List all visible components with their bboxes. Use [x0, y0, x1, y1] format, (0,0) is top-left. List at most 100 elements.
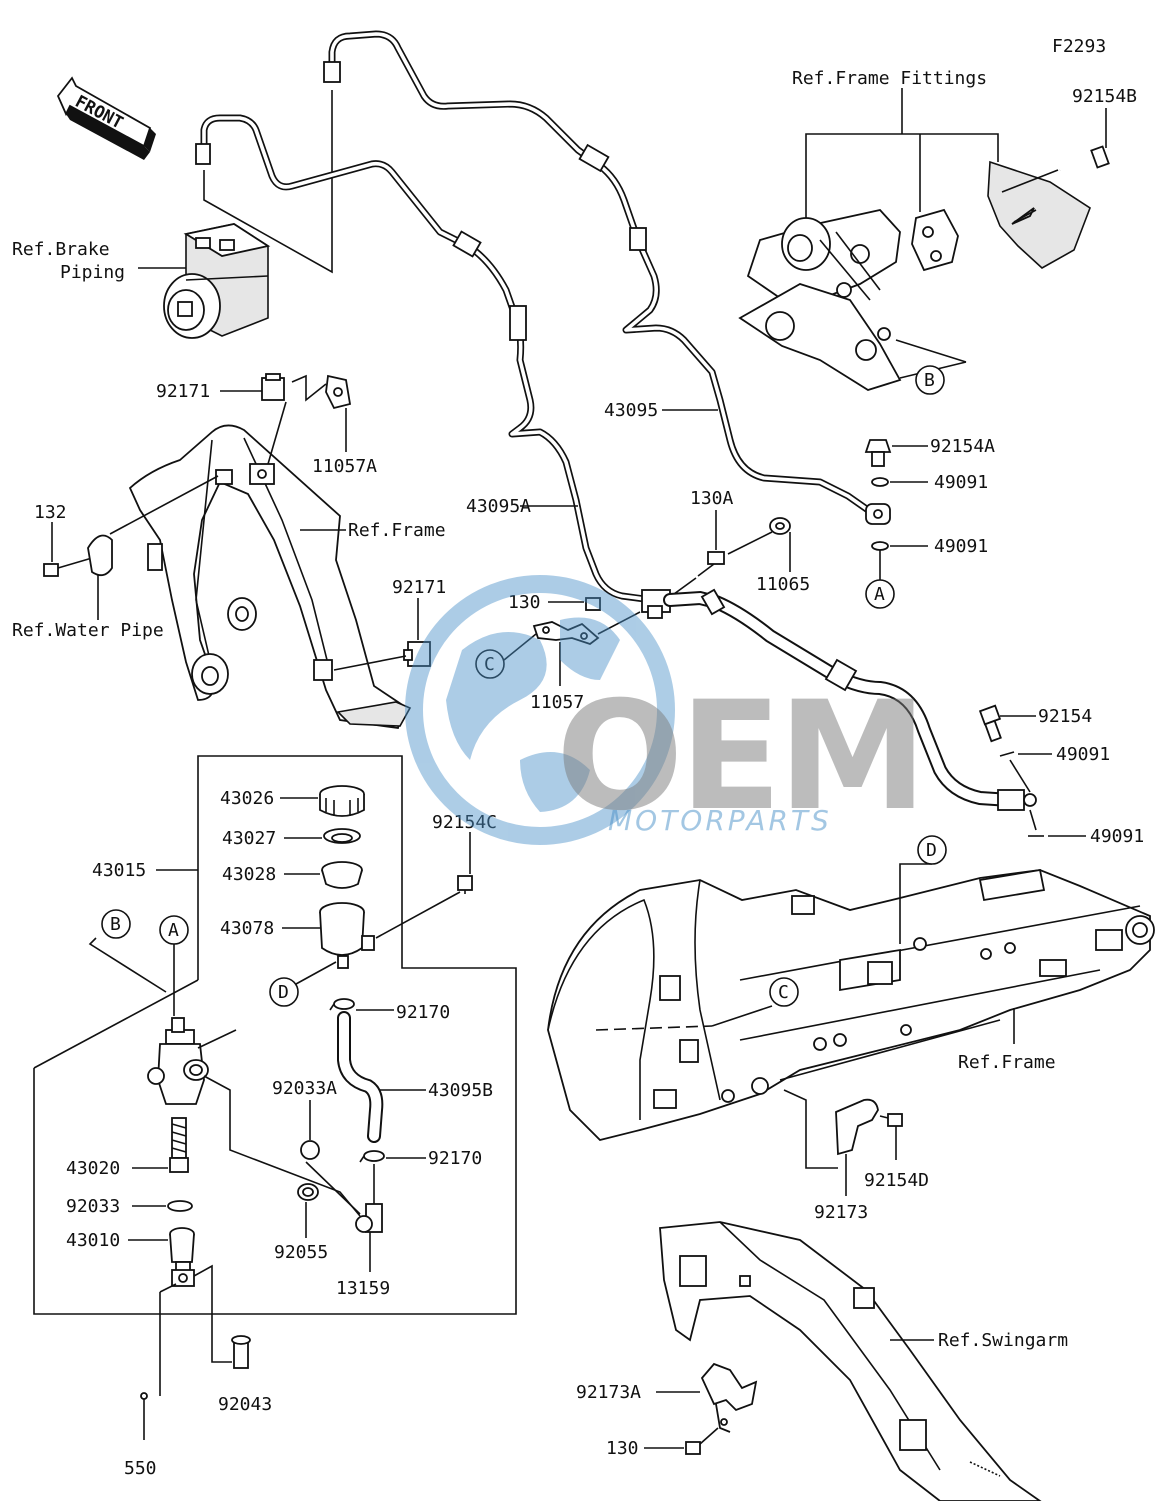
part-92043: 92043 — [218, 1394, 272, 1415]
hose-43095B — [337, 1011, 384, 1143]
part-43095: 43095 — [604, 400, 658, 421]
svg-text:C: C — [484, 654, 495, 675]
part-43026: 43026 — [220, 788, 274, 809]
ref-water-pipe-label: Ref.Water Pipe — [12, 620, 164, 641]
part-13159: 13159 — [336, 1278, 390, 1299]
part-130A: 130A — [690, 488, 734, 509]
part-92154: 92154 — [1038, 706, 1092, 727]
svg-text:B: B — [110, 914, 121, 935]
svg-text:C: C — [778, 982, 789, 1003]
figure-id: F2293 — [1052, 36, 1106, 57]
part-550: 550 — [124, 1458, 157, 1479]
part-43078: 43078 — [220, 918, 274, 939]
swingarm — [659, 1221, 1042, 1501]
part-11057A: 11057A — [312, 456, 377, 477]
frame-fitting-plate — [911, 208, 959, 272]
part-49091-c: 49091 — [1056, 744, 1110, 765]
part-49091-d: 49091 — [1090, 826, 1144, 847]
part-92170-top: 92170 — [396, 1002, 450, 1023]
part-130-mid: 130 — [508, 592, 541, 613]
part-92154D: 92154D — [864, 1170, 929, 1191]
water-pipe-clamp — [87, 534, 113, 577]
part-92033: 92033 — [66, 1196, 120, 1217]
callout-D-frame: D — [917, 835, 947, 865]
footpeg-bracket — [128, 424, 412, 729]
part-43095B: 43095B — [428, 1080, 493, 1101]
bolt-130-bottom — [685, 1441, 701, 1455]
part-11065: 11065 — [756, 574, 810, 595]
ref-frame-label-lower: Ref.Frame — [958, 1052, 1056, 1073]
part-92154C: 92154C — [432, 812, 497, 833]
part-92154A: 92154A — [930, 436, 995, 457]
ref-brake-piping-label-1: Ref.Brake — [12, 239, 110, 260]
banjo-bolt-92154 — [978, 704, 1002, 743]
bolt-130-mid — [585, 597, 601, 611]
pin-92043 — [231, 1335, 251, 1369]
group-box-43015 — [33, 755, 517, 1315]
part-92170-bottom: 92170 — [428, 1148, 482, 1169]
grommet-11065 — [769, 517, 791, 535]
part-43027: 43027 — [222, 828, 276, 849]
washer-49091-a — [871, 477, 889, 487]
joint-block — [641, 589, 671, 619]
svg-text:D: D — [926, 840, 937, 861]
piston-43020 — [169, 1117, 189, 1173]
callout-A-cylinder: A — [159, 915, 189, 945]
oring-92033A — [300, 1140, 320, 1160]
part-92171-mid: 92171 — [392, 577, 446, 598]
bracket-11057 — [532, 621, 600, 646]
brake-pipe-43095A — [195, 114, 656, 604]
callout-D-reservoir: D — [269, 961, 337, 1007]
part-43020: 43020 — [66, 1158, 120, 1179]
clamp-92170-bottom — [359, 1150, 385, 1163]
clip-92171-top — [261, 373, 285, 401]
part-43095A: 43095A — [466, 496, 531, 517]
reservoir-43078 — [319, 902, 375, 969]
cotter-pin-550 — [140, 1392, 148, 1440]
ref-frame-fittings-label: Ref.Frame Fittings — [792, 68, 987, 89]
part-11057: 11057 — [530, 692, 584, 713]
bolt-92154D — [887, 1113, 903, 1127]
washer-49091-b — [871, 541, 889, 551]
banjo-fitting-upper — [865, 503, 891, 525]
clip-92171-mid — [403, 641, 431, 667]
front-arrow-icon: FRONT — [56, 76, 156, 160]
part-49091-a: 49091 — [934, 472, 988, 493]
diaphragm-43028 — [321, 861, 363, 889]
clamp-92170-top — [329, 998, 355, 1011]
banjo-bolt-92154A — [864, 439, 892, 467]
callout-B-top: B — [895, 339, 967, 395]
bolt-132 — [43, 557, 93, 577]
bolt-92154B — [1059, 145, 1110, 172]
svg-text:A: A — [874, 584, 885, 605]
abs-unit — [163, 223, 271, 339]
svg-text:D: D — [278, 982, 289, 1003]
main-frame — [547, 868, 1155, 1141]
ref-frame-label-upper: Ref.Frame — [348, 520, 446, 541]
fitting-13159 — [355, 1203, 383, 1233]
part-92154B: 92154B — [1072, 86, 1137, 107]
clamp-92173A — [700, 1362, 758, 1433]
ref-swingarm-label: Ref.Swingarm — [938, 1330, 1068, 1351]
frame-fitting-bracket — [738, 209, 902, 391]
bracket-11057A — [325, 374, 352, 410]
clamp-92173 — [835, 1098, 879, 1156]
brake-pipe-43095 — [323, 30, 872, 514]
frame-fitting-guard — [987, 160, 1091, 269]
part-92033A: 92033A — [272, 1078, 337, 1099]
pushrod-43010 — [169, 1227, 195, 1287]
washer-49091-c — [999, 751, 1015, 757]
svg-text:A: A — [168, 920, 179, 941]
part-92173: 92173 — [814, 1202, 868, 1223]
bolt-130A — [697, 551, 725, 577]
part-92171-top: 92171 — [156, 381, 210, 402]
brake-hose — [663, 588, 1037, 811]
master-cylinder-body — [147, 1017, 209, 1105]
bolt-92154C — [457, 875, 473, 894]
circlip-92033 — [167, 1200, 193, 1212]
part-132: 132 — [34, 502, 67, 523]
callout-C-mid: C — [475, 633, 537, 679]
part-92173A: 92173A — [576, 1382, 641, 1403]
callout-C-frame: C — [769, 977, 799, 1007]
